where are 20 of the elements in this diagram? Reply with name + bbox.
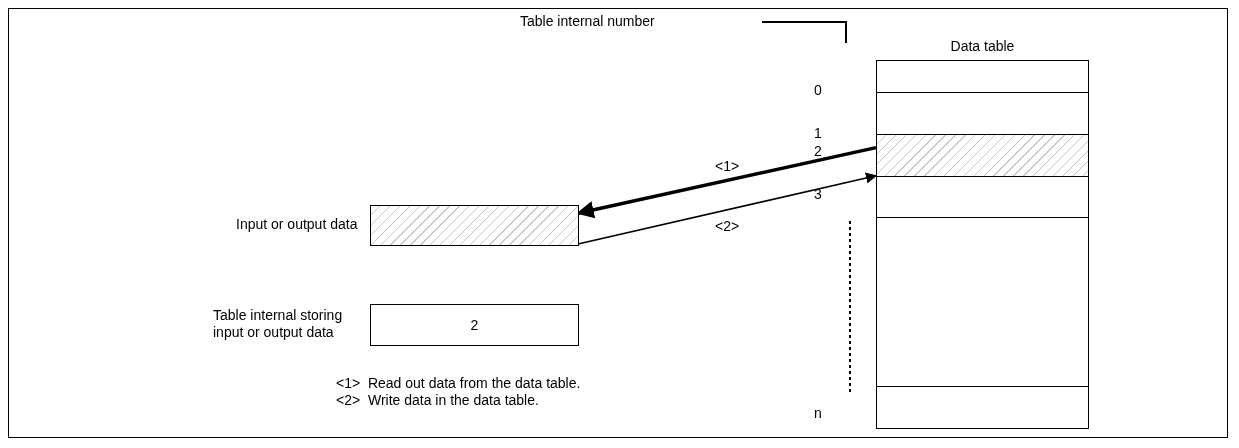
table-row <box>876 218 1089 387</box>
table-row <box>876 93 1089 135</box>
note-text: <1> Read out data from the data table. <box>336 375 581 392</box>
index-number: 3 <box>814 186 822 203</box>
table-row <box>876 60 1089 93</box>
table-row <box>876 387 1089 429</box>
axis-caption: Table internal number <box>520 13 655 30</box>
table-row <box>876 177 1089 218</box>
data-box <box>370 205 579 246</box>
index-number: 1 <box>814 125 822 142</box>
box-caption: Table internal storing input or output data <box>213 307 344 341</box>
table-heading: Data table <box>949 38 1016 55</box>
index-number: 2 <box>814 143 822 160</box>
selected-table-row <box>876 135 1089 177</box>
index-number: 0 <box>814 82 822 99</box>
value-box: 2 <box>370 304 579 346</box>
index-number: n <box>814 405 822 422</box>
note-text: <2> Write data in the data table. <box>336 392 539 409</box>
box-caption: Input or output data <box>236 216 359 233</box>
arrow <box>577 172 878 245</box>
